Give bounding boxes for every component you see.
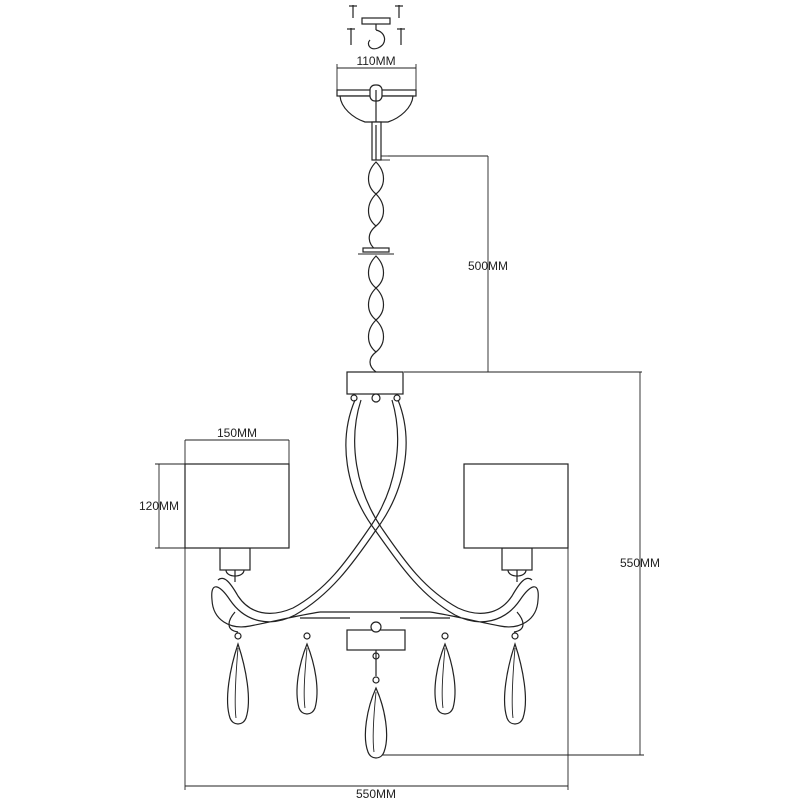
chain [358,125,394,373]
ceiling-canopy [336,84,417,161]
canopy-width-label: 110MM [356,54,395,68]
screw-icon [395,5,405,45]
mounting-hardware [347,5,405,50]
total-height-label: 550MM [620,556,660,570]
bottom-hub [346,621,406,676]
lamp-shade-left [184,463,290,549]
total-width-dimension: 550MM [184,548,569,800]
shade-height-label: 120MM [139,499,179,513]
crystal-drop [296,632,318,715]
lamp-holder-right [501,547,533,582]
chandelier-arms [211,399,539,633]
total-height-dimension: 550MM [380,371,660,756]
chain-length-label: 500MM [468,259,508,273]
top-hub [346,371,404,403]
chain-length-dimension: 500MM [388,155,508,373]
lamp-holder-left [219,547,251,582]
lamp-shade-right [463,463,569,549]
shade-width-dimension: 150MM [184,426,290,464]
crystal-drop [504,632,526,725]
crystal-drop [227,632,249,725]
crystal-drop [434,632,456,715]
shade-width-label: 150MM [217,426,257,440]
canopy-width-dimension: 110MM [336,54,417,90]
hook-icon [361,17,391,50]
screw-icon [347,5,357,45]
total-width-label: 550MM [356,787,396,800]
shade-height-dimension: 120MM [139,463,185,549]
crystal-drop [364,676,388,759]
